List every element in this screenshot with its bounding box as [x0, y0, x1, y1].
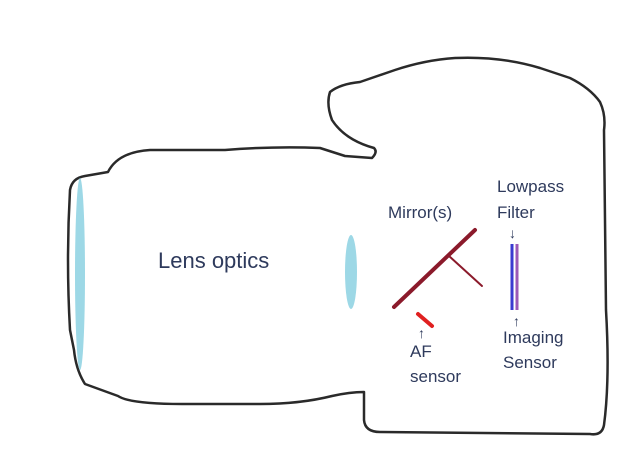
lowpass-label-line2: Filter [497, 203, 535, 222]
imaging-arrow: ↑ [513, 313, 520, 329]
lowpass-arrow: ↓ [509, 225, 516, 241]
imaging-label-line1: Imaging [503, 328, 563, 347]
af-label-line1: AF [410, 342, 432, 361]
front-lens-element [75, 178, 85, 370]
camera-body-outline [66, 56, 609, 436]
rear-lens-element [345, 235, 357, 309]
af-sensor [416, 312, 434, 328]
lowpass-label-line1: Lowpass [497, 177, 564, 196]
imaging-label-line2: Sensor [503, 353, 557, 372]
lens-optics-label: Lens optics [158, 248, 269, 273]
main-mirror [392, 228, 477, 309]
mirrors-label: Mirror(s) [388, 203, 452, 222]
af-arrow: ↑ [418, 325, 425, 341]
af-label-line2: sensor [410, 367, 461, 386]
secondary-mirror [448, 255, 483, 287]
